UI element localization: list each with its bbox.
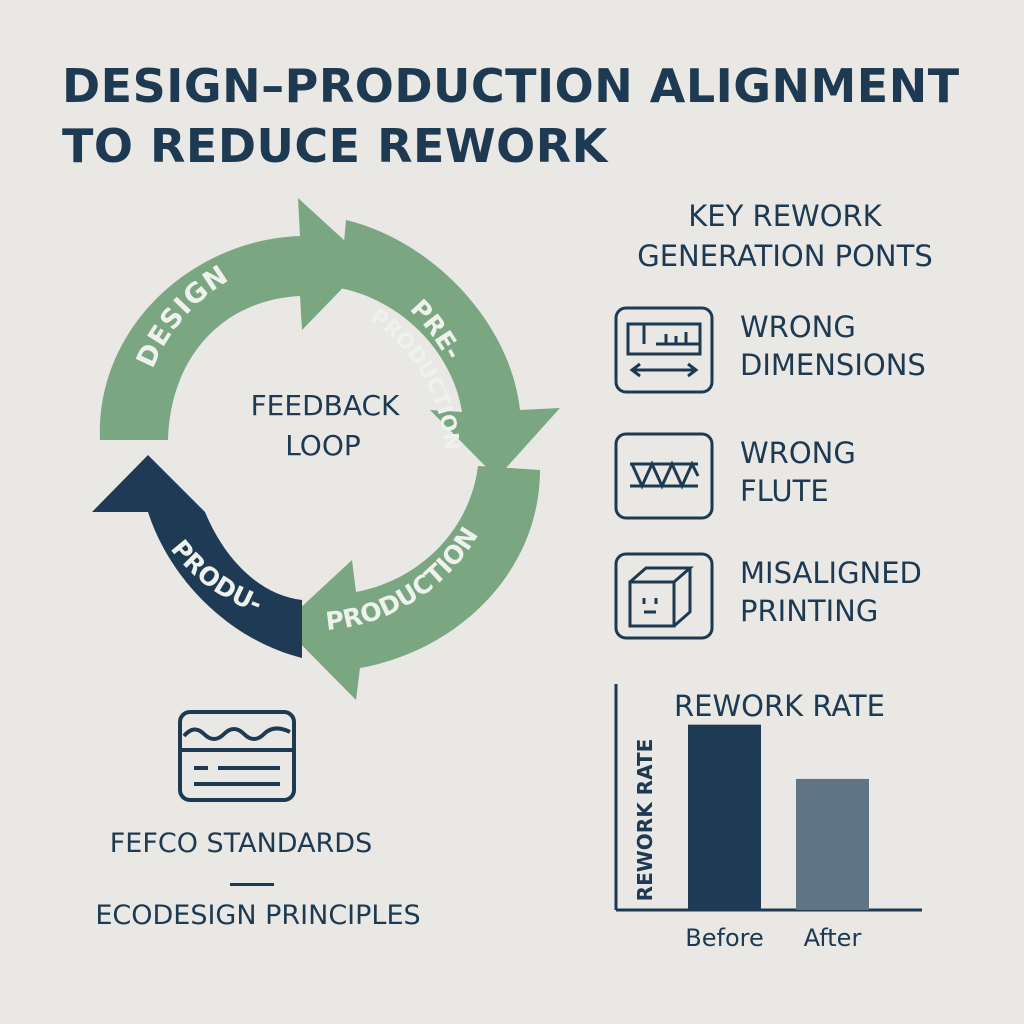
chart-title: REWORK RATE: [674, 689, 885, 723]
issue-wrong-dimensions: WRONG DIMENSIONS: [614, 306, 1014, 396]
box-icon: [614, 552, 714, 640]
issue-label-line-1: WRONG: [740, 436, 856, 470]
feedback-loop-label-line-2: LOOP: [285, 429, 361, 462]
title-line-1: DESIGN–PRODUCTION ALIGNMENT: [62, 59, 960, 113]
chart-bars: [688, 724, 869, 910]
design-arrow: [99, 198, 368, 440]
bar-after: [796, 778, 869, 910]
feedback-loop-label-line-1: FEEDBACK: [251, 389, 400, 422]
produ-arrow: [92, 455, 302, 658]
chart-y-axis-label: REWORK RATE: [633, 739, 657, 902]
issue-label-line-1: WRONG: [740, 310, 856, 344]
production-arrow: [282, 466, 540, 700]
standards-label: FEFCO STANDARDS: [109, 828, 373, 859]
issue-misaligned-printing: MISALIGNED PRINTING: [614, 552, 1014, 642]
issue-label: MISALIGNED PRINTING: [740, 554, 922, 630]
issue-label-line-1: MISALIGNED: [740, 556, 922, 590]
rework-rate-chart: REWORK RATE REWORK RATE Before After: [614, 684, 922, 952]
ruler-icon: [614, 306, 714, 394]
flute-icon: [614, 432, 714, 520]
bar-before: [688, 724, 761, 910]
chart-x-ticks: Before After: [685, 924, 861, 952]
feedback-loop-diagram: DESIGN PRE- PRODUCTION PRODUCTION PRODU-…: [92, 198, 560, 700]
standards-divider: [230, 883, 274, 886]
corrugated-board-icon: [178, 710, 296, 802]
x-tick-label-before: Before: [685, 924, 763, 952]
issue-label: WRONG DIMENSIONS: [740, 308, 926, 384]
issue-label-line-2: FLUTE: [740, 474, 829, 508]
key-points-heading-line-1: KEY REWORK: [688, 199, 882, 233]
key-points-heading: KEY REWORK GENERATION PONTS: [600, 196, 970, 276]
issue-label-line-2: PRINTING: [740, 594, 879, 628]
x-tick-label-after: After: [804, 924, 862, 952]
page-title: DESIGN–PRODUCTION ALIGNMENT TO REDUCE RE…: [62, 56, 982, 176]
issue-label: WRONG FLUTE: [740, 434, 856, 510]
pre-production-arrow: [340, 220, 560, 478]
title-line-2: TO REDUCE REWORK: [62, 119, 608, 173]
key-points-heading-line-2: GENERATION PONTS: [637, 239, 933, 273]
ecodesign-label: ECODESIGN PRINCIPLES: [95, 900, 421, 931]
issue-label-line-2: DIMENSIONS: [740, 348, 926, 382]
issue-wrong-flute: WRONG FLUTE: [614, 432, 1014, 522]
